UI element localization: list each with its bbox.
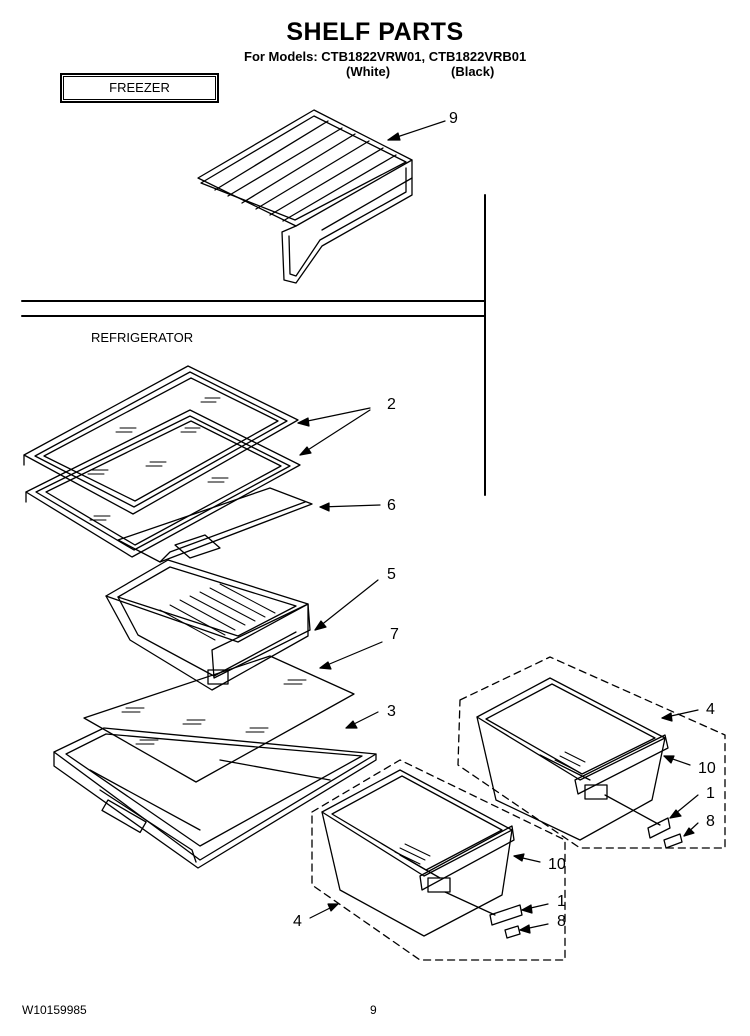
callout-2: 2 <box>387 396 396 413</box>
freezer-label: FREEZER <box>109 80 170 95</box>
callout-4-left: 4 <box>293 913 302 930</box>
crisper-cover-glass-drawing <box>83 655 355 783</box>
callout-7: 7 <box>390 626 399 643</box>
callout-6: 6 <box>387 497 396 514</box>
freezer-wire-shelf-drawing <box>197 109 413 284</box>
callout-10-left: 10 <box>548 856 566 873</box>
document-number: W10159985 <box>22 1003 87 1017</box>
right-crisper-drawing <box>457 656 726 849</box>
callout-1-right: 1 <box>706 785 715 802</box>
left-crisper-drawing <box>311 759 566 961</box>
page-title: SHELF PARTS <box>286 18 464 46</box>
crisper-frame-drawing <box>53 727 377 869</box>
callout-3: 3 <box>387 703 396 720</box>
callout-1-left: 1 <box>557 893 566 910</box>
section-dividers <box>21 194 486 496</box>
callout-8-right: 8 <box>706 813 715 830</box>
models-line: For Models: CTB1822VRW01, CTB1822VRB01 <box>244 49 527 64</box>
callout-8-left: 8 <box>557 913 566 930</box>
callout-leaders <box>297 120 699 934</box>
refrigerator-label: REFRIGERATOR <box>91 330 194 345</box>
callout-5: 5 <box>387 566 396 583</box>
page-number: 9 <box>370 1003 377 1017</box>
callout-4-right: 4 <box>706 701 715 718</box>
callout-10-right: 10 <box>698 760 716 777</box>
shelf-frame-drawing <box>117 487 313 563</box>
glass-shelves-drawing <box>23 365 301 558</box>
callout-9: 9 <box>449 110 458 127</box>
upper-drawer-drawing <box>105 559 311 691</box>
variant-black: (Black) <box>451 64 495 79</box>
freezer-section-box: FREEZER <box>60 73 219 103</box>
variant-white: (White) <box>346 64 391 79</box>
